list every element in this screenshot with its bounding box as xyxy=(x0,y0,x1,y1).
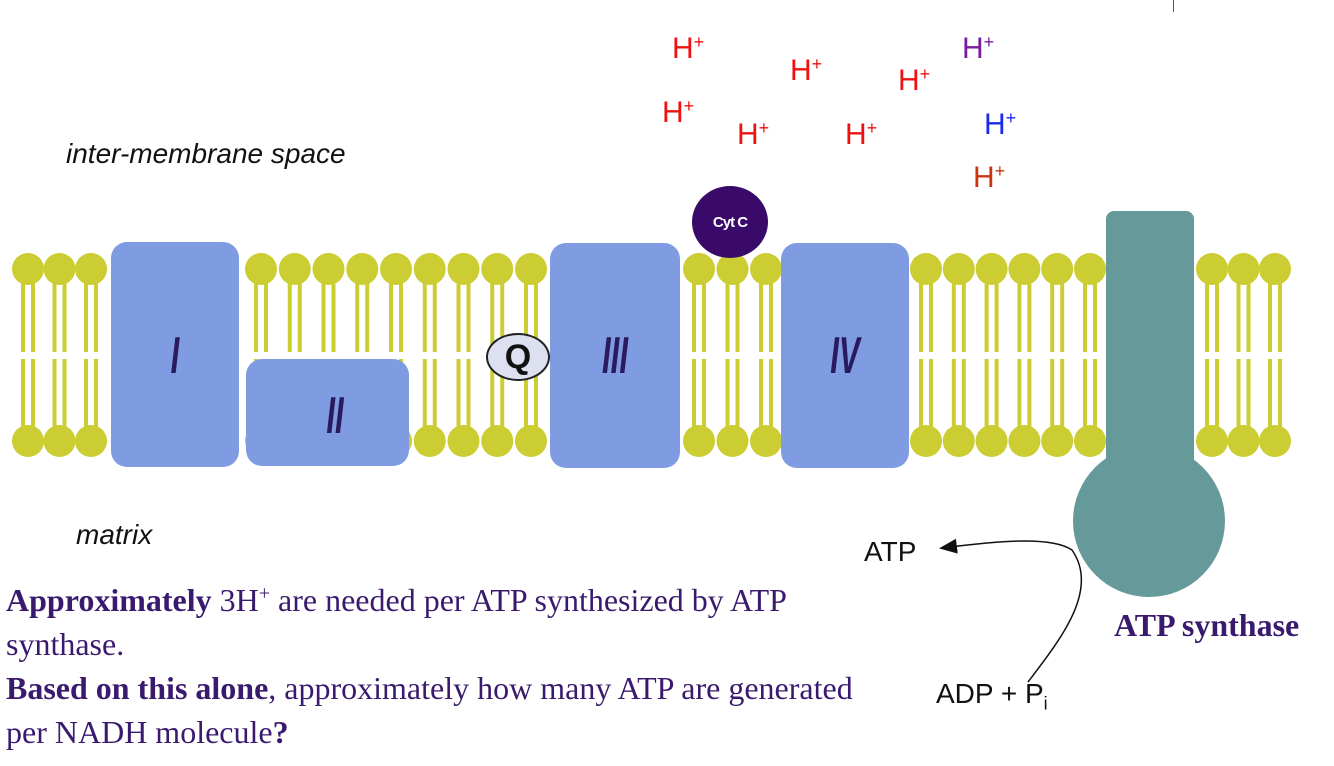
complex-ii-label: II xyxy=(326,387,344,445)
question-part-2: , approximately how many ATP are generat… xyxy=(6,670,853,750)
proton-4: H+ xyxy=(962,32,995,65)
proton-1: H+ xyxy=(672,32,705,65)
phospholipid xyxy=(515,253,547,457)
phospholipid xyxy=(1008,253,1041,457)
matrix-label: matrix xyxy=(76,519,153,550)
proton-6: H+ xyxy=(737,118,770,151)
question-emphasis-2: Based on this alone xyxy=(6,670,269,706)
question-text: Approximately 3H+ are needed per ATP syn… xyxy=(6,578,886,754)
phospholipid xyxy=(975,253,1008,457)
phospholipid xyxy=(1074,253,1106,457)
question-part-1b: are needed per ATP synthesized by ATP sy… xyxy=(6,582,786,662)
phospholipid xyxy=(481,253,514,457)
phospholipid xyxy=(683,253,715,457)
phospholipid xyxy=(1227,253,1260,457)
atp-synthase-head xyxy=(1073,445,1225,597)
intermembrane-space-label: inter-membrane space xyxy=(66,138,346,169)
complex-i xyxy=(111,242,239,467)
phospholipid xyxy=(43,253,76,457)
question-part-1a: 3H xyxy=(211,582,259,618)
complex-iii xyxy=(550,243,680,468)
ubiquinone-q: Q xyxy=(486,333,550,381)
adp-text: ADP + P xyxy=(936,678,1044,709)
complex-iv-label: IV xyxy=(830,327,860,385)
atp-product-label: ATP xyxy=(864,536,917,567)
complex-iv xyxy=(781,243,909,468)
cytochrome-c: Cyt C xyxy=(692,186,768,258)
pi-subscript: i xyxy=(1043,693,1048,714)
proton-5: H+ xyxy=(662,96,695,129)
phospholipid xyxy=(910,253,942,457)
proton-7: H+ xyxy=(845,118,878,151)
phospholipid xyxy=(750,253,782,457)
atp-synthase-title: ATP synthase xyxy=(1114,607,1300,643)
phospholipid xyxy=(942,253,975,457)
phospholipid xyxy=(1196,253,1228,457)
proton-3: H+ xyxy=(898,64,931,97)
edge-tick xyxy=(1173,0,1174,12)
question-mark: ? xyxy=(272,714,289,750)
proton-8: H+ xyxy=(984,108,1017,141)
proton-9: H+ xyxy=(973,161,1006,194)
phospholipid xyxy=(75,253,107,457)
proton-2: H+ xyxy=(790,54,823,87)
complex-ii xyxy=(246,359,409,466)
phospholipid xyxy=(1259,253,1291,457)
complex-i-label: I xyxy=(170,327,180,385)
complex-iii-label: III xyxy=(601,327,629,385)
phospholipid xyxy=(413,253,446,457)
phospholipid xyxy=(1041,253,1074,457)
proton-charge: + xyxy=(258,582,271,605)
question-emphasis-1: Approximately xyxy=(6,582,212,618)
phospholipid xyxy=(716,253,749,457)
phospholipid xyxy=(447,253,480,457)
phospholipid xyxy=(12,253,44,457)
adp-pi-label: ADP + Pi xyxy=(936,678,1048,715)
